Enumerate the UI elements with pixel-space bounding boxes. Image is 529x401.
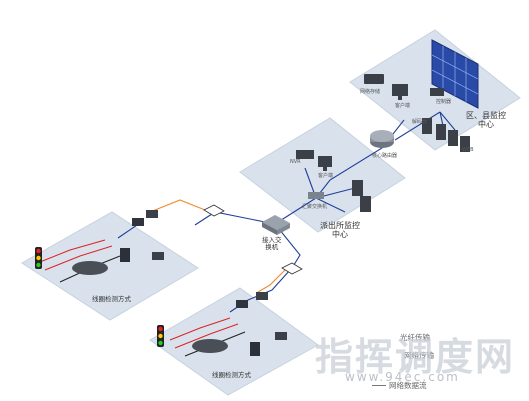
access-switch	[262, 215, 290, 235]
label-detect-mode-2: 线圈检测方式	[212, 371, 251, 379]
legend-network: 网络传输	[404, 350, 434, 361]
branch-devices	[296, 150, 371, 212]
legend-dataflow-label: 网络数据流	[389, 381, 427, 390]
core-router	[370, 130, 394, 148]
zone-intersection-2	[149, 287, 319, 396]
legend-line-icon	[372, 384, 386, 387]
label-client-branch: 客户端	[318, 173, 334, 179]
intersection-2-devices	[157, 292, 287, 356]
label-core-router: 核心路由器	[372, 153, 398, 159]
label-client-regional: 客户端	[395, 103, 411, 109]
fiber-transceivers	[203, 204, 303, 275]
label-net-storage: 网络存储	[360, 89, 381, 95]
label-agg-switch: 汇聚交换机	[302, 204, 328, 210]
intersection-1-devices	[35, 210, 164, 275]
legend-dataflow: 网络数据流	[372, 380, 427, 391]
legend-fiber: 光纤传输	[400, 332, 430, 343]
zone-intersection-1	[21, 211, 199, 321]
label-access-switch: 接入交 换机	[262, 236, 282, 252]
legend-fiber-label: 光纤传输	[400, 333, 430, 342]
regional-devices	[364, 74, 470, 152]
watermark-text: 指挥调度网	[315, 335, 516, 379]
label-nvr: NVR	[290, 159, 301, 165]
fiber-links	[149, 199, 286, 293]
label-detect-mode-1: 线圈检测方式	[92, 295, 131, 303]
legend-network-label: 网络传输	[404, 351, 434, 360]
label-decoder: 解码器	[412, 119, 428, 125]
video-wall	[431, 39, 479, 109]
label-web: WEB	[462, 147, 474, 153]
label-regional-center: 区、县监控 中心	[466, 111, 506, 129]
watermark-url: www.94ec.com	[345, 370, 460, 384]
label-branch-center: 派出所监控 中心	[320, 221, 360, 239]
label-wall-controller: 控制器	[436, 99, 452, 105]
